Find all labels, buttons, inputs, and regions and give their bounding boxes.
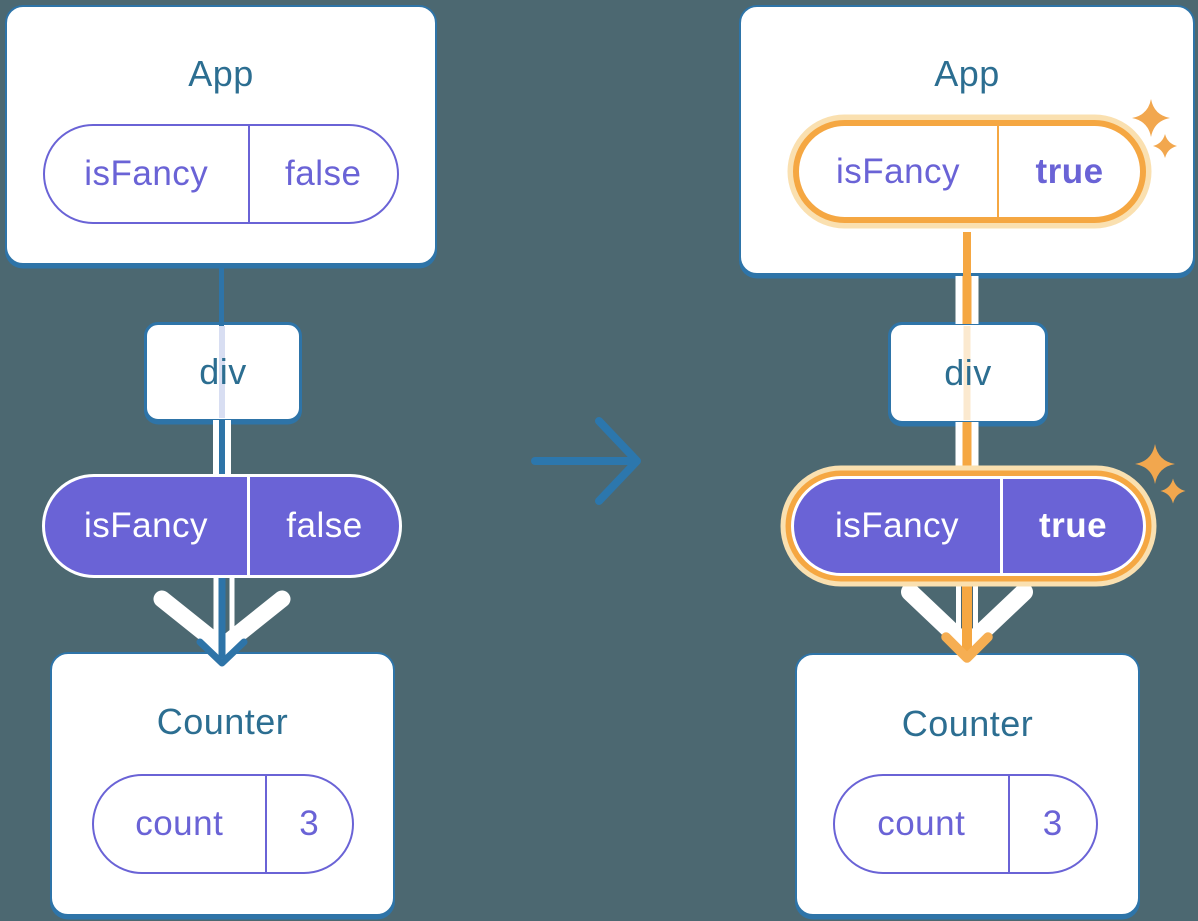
- white-chevron-left: [153, 590, 291, 656]
- white-chevron-right: [901, 583, 1033, 655]
- connector-pill-to-counter-right: [901, 583, 1033, 663]
- div-title-left: div: [199, 351, 247, 392]
- prop-name: isFancy: [834, 506, 960, 545]
- prop-value: true: [1000, 479, 1143, 573]
- state-name: count: [877, 804, 966, 843]
- prop-name: isFancy: [83, 506, 209, 545]
- app-title-left: App: [188, 53, 254, 94]
- prop-name: isFancy: [835, 151, 961, 191]
- sparkle-icon: [1135, 444, 1186, 504]
- passed-prop-pill-left: isFancy false: [42, 474, 402, 578]
- state-name: count: [135, 804, 224, 843]
- passed-prop-pill-right: isFancy true: [791, 476, 1146, 576]
- state-value: 3: [264, 776, 353, 872]
- div-title-right: div: [944, 352, 992, 393]
- counter-state-pill-left: count 3: [92, 774, 354, 874]
- prop-value: false: [247, 477, 399, 575]
- connector-app-to-div-left: [219, 264, 224, 326]
- connector-pill-to-counter-left: [153, 574, 291, 667]
- connector-div-to-pill-left: [213, 420, 231, 478]
- counter-title-right: Counter: [901, 703, 1034, 744]
- counter-title-left: Counter: [156, 701, 289, 742]
- counter-state-pill-right: count 3: [833, 774, 1098, 874]
- arrow-right-icon: [531, 417, 641, 505]
- connector-app-to-div-right: [955, 276, 979, 324]
- prop-value: true: [997, 126, 1140, 217]
- app-title-right: App: [934, 53, 1000, 94]
- state-value: 3: [1007, 776, 1097, 872]
- connector-div-to-pill-right: [955, 422, 979, 468]
- app-prop-pill-left: isFancy false: [43, 124, 399, 224]
- prop-name: isFancy: [84, 154, 209, 193]
- prop-value: false: [247, 126, 398, 222]
- app-prop-pill-right: isFancy true: [793, 120, 1146, 223]
